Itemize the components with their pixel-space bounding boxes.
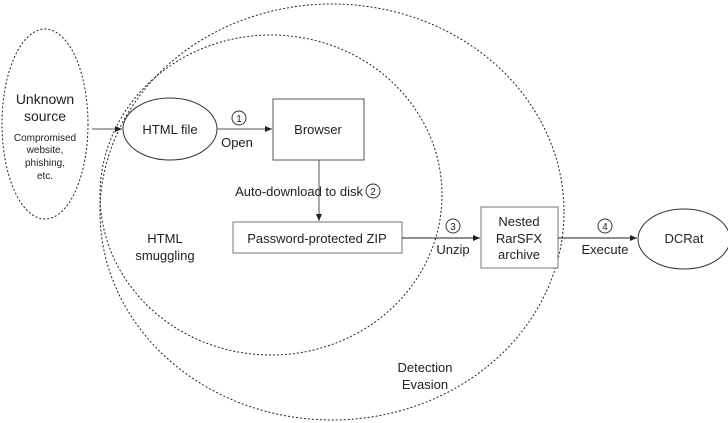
open-label: Open [221, 135, 253, 150]
step-1-number: 1 [236, 114, 242, 125]
detection-evasion-region [99, 3, 565, 421]
dcrat-label: DCRat [664, 231, 703, 246]
download-label: Auto-download to disk [235, 184, 363, 199]
unknown-source-node [1, 28, 89, 220]
step-4-badge [597, 218, 613, 234]
execute-label: Execute [582, 242, 629, 257]
unknown-source-desc: Compromised [14, 133, 76, 144]
unknown-source-desc: etc. [37, 171, 53, 182]
unzip-label: Unzip [436, 242, 469, 257]
step-3-badge [445, 218, 461, 234]
browser-node [272, 98, 365, 161]
step-2-badge [365, 183, 381, 199]
step-2-number: 2 [370, 187, 376, 198]
nested-label: Nested [498, 214, 539, 229]
step-4-number: 4 [602, 222, 608, 233]
html-smuggling-label: smuggling [135, 248, 194, 263]
zip-node [232, 221, 403, 254]
step-3-number: 3 [450, 222, 456, 233]
unknown-source-desc: phishing, [25, 158, 65, 169]
unknown-source-title: source [24, 108, 66, 124]
unknown-source-title: Unknown [16, 91, 74, 107]
html-smuggling-region [99, 34, 443, 356]
detection-evasion-label: Evasion [402, 377, 448, 392]
browser-label: Browser [294, 122, 342, 137]
nested-label: RarSFX [496, 231, 543, 246]
html-smuggling-label: HTML [147, 231, 182, 246]
nested-archive-node [480, 206, 559, 269]
detection-evasion-label: Detection [398, 360, 453, 375]
unknown-source-desc: website, [26, 145, 64, 156]
dcrat-node [637, 208, 728, 270]
step-1-badge [231, 110, 247, 126]
zip-label: Password-protected ZIP [247, 231, 386, 246]
nested-label: archive [498, 247, 540, 262]
html-file-label: HTML file [142, 122, 197, 137]
